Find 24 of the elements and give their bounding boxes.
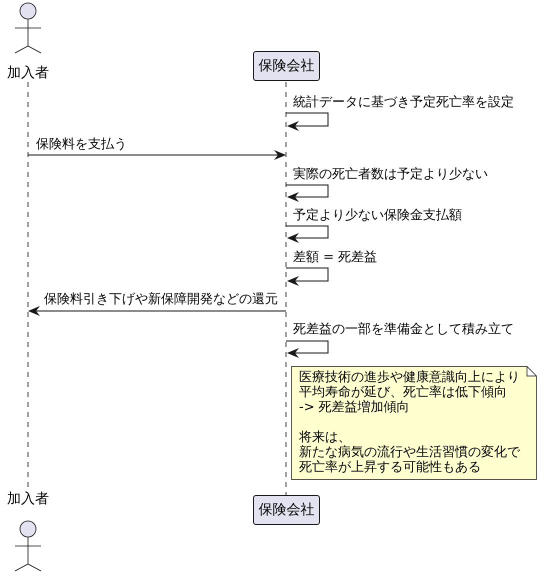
message-arrow xyxy=(286,112,328,131)
note-text: 新たな病気の流行や生活習慣の変化で xyxy=(299,445,520,460)
note-text: 死亡率が上昇する可能性もある xyxy=(299,460,481,475)
message-label: 死差益の一部を準備金として積み立て xyxy=(293,322,514,337)
message-label: 実際の死亡者数は予定より少ない xyxy=(293,167,488,182)
message-label: 統計データに基づき予定死亡率を設定 xyxy=(293,95,514,110)
actor-label: 加入者 xyxy=(6,490,50,508)
message-arrow xyxy=(28,150,286,160)
message-label: 差額 = 死差益 xyxy=(293,250,378,265)
note-text: -> 死差益増加傾向 xyxy=(299,400,410,415)
message-label: 保険料を支払う xyxy=(36,137,127,152)
message-label: 予定より少ない保険金支払額 xyxy=(293,208,462,223)
message-arrow xyxy=(286,226,328,243)
participant-box: 保険会社 xyxy=(253,51,320,81)
note-text: 医療技術の進歩や健康意識向上により xyxy=(299,370,520,385)
message-arrow xyxy=(286,268,328,286)
note-text: 平均寿命が延び、死亡率は低下傾向 xyxy=(299,385,507,400)
note-text: 将来は、 xyxy=(299,430,351,445)
message-arrow xyxy=(28,306,286,316)
message-label: 保険料引き下げや新保障開発などの還元 xyxy=(44,292,278,307)
message-arrow xyxy=(286,340,328,358)
actor-label: 加入者 xyxy=(6,64,50,82)
participant-box: 保険会社 xyxy=(253,495,320,525)
message-arrow xyxy=(286,184,328,202)
